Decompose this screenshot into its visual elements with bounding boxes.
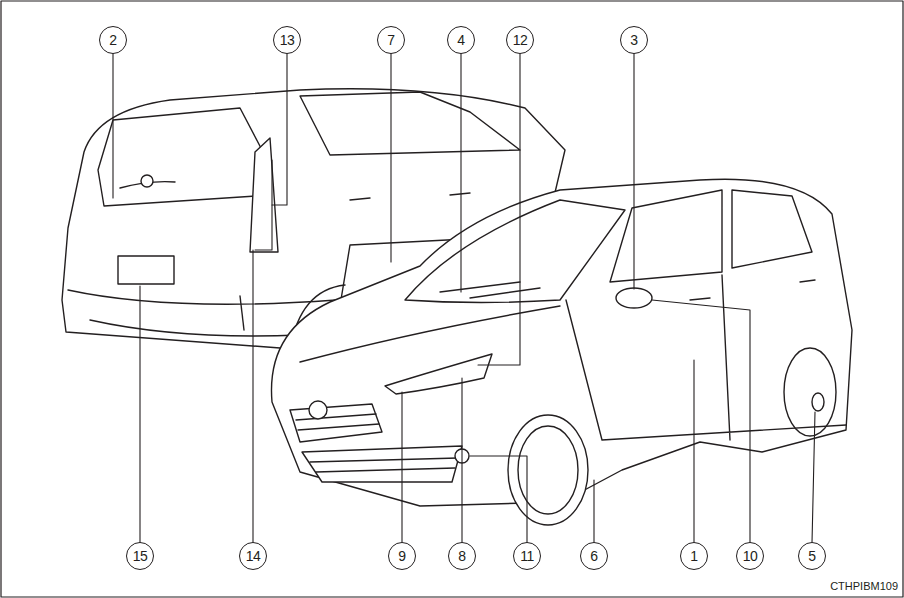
front-car <box>271 179 852 525</box>
callout-number: 9 <box>388 542 416 570</box>
figure-code: CTHPIBM109 <box>830 580 898 592</box>
callout-number: 2 <box>99 26 127 54</box>
callout-number: 10 <box>736 542 764 570</box>
callout-number: 3 <box>620 26 648 54</box>
callout-number: 6 <box>580 542 608 570</box>
callout-number: 5 <box>798 542 826 570</box>
callout-number: 1 <box>680 542 708 570</box>
callout-number: 13 <box>273 26 301 54</box>
callout-number: 8 <box>448 542 476 570</box>
callout-number: 15 <box>126 542 154 570</box>
callout-number: 11 <box>513 542 541 570</box>
leader-lines <box>113 53 815 543</box>
callout-number: 12 <box>506 26 534 54</box>
callout-number: 14 <box>239 542 267 570</box>
callout-number: 4 <box>447 26 475 54</box>
callout-number: 7 <box>377 26 405 54</box>
